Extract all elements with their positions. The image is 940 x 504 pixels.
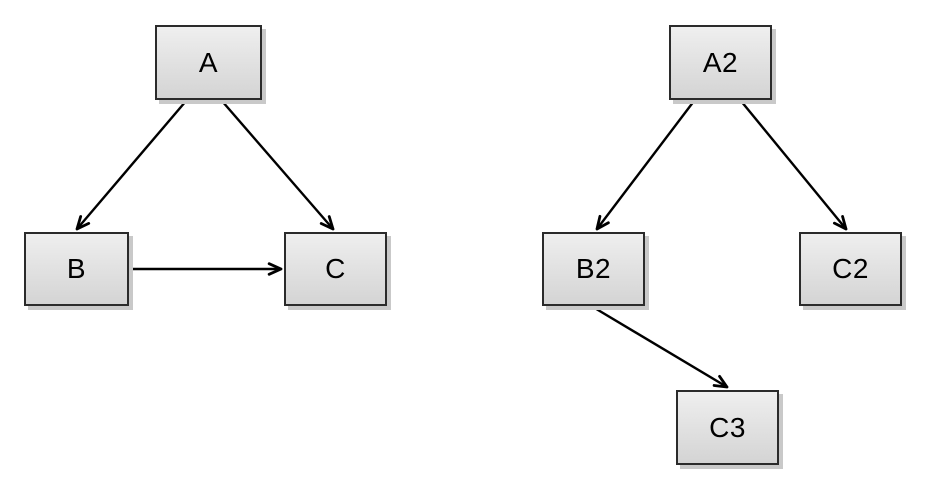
- arrowhead-a2-to-b2: [595, 214, 610, 231]
- edge-a2-to-c2: [739, 99, 848, 231]
- arrowhead-a2-to-c2: [832, 215, 848, 231]
- node-label-a2: A2: [702, 46, 739, 78]
- node-a[interactable]: A: [155, 25, 262, 100]
- node-b[interactable]: B: [24, 232, 129, 306]
- edge-a-to-c: [220, 99, 335, 231]
- node-label-c2: C2: [832, 253, 869, 284]
- edges-group: [75, 99, 848, 389]
- node-a2[interactable]: A2: [669, 25, 772, 100]
- node-c[interactable]: C: [284, 232, 387, 306]
- arrowhead-b-to-c: [267, 262, 283, 276]
- arrowhead-b2-to-c3: [712, 374, 729, 389]
- edge-b2-to-c3: [591, 305, 729, 389]
- node-label-c: C: [325, 253, 346, 284]
- node-c2[interactable]: C2: [799, 232, 902, 306]
- node-label-c3: C3: [709, 411, 746, 443]
- arrowhead-a-to-c: [319, 215, 335, 231]
- node-label-b: B: [66, 253, 87, 284]
- edge-a2-to-b2: [595, 99, 696, 231]
- node-label-a: A: [198, 46, 219, 78]
- node-label-b2: B2: [575, 253, 612, 284]
- node-b2[interactable]: B2: [542, 232, 645, 306]
- arrowhead-a-to-b: [75, 215, 91, 231]
- edge-a-to-b: [75, 99, 188, 231]
- node-c3[interactable]: C3: [676, 390, 779, 465]
